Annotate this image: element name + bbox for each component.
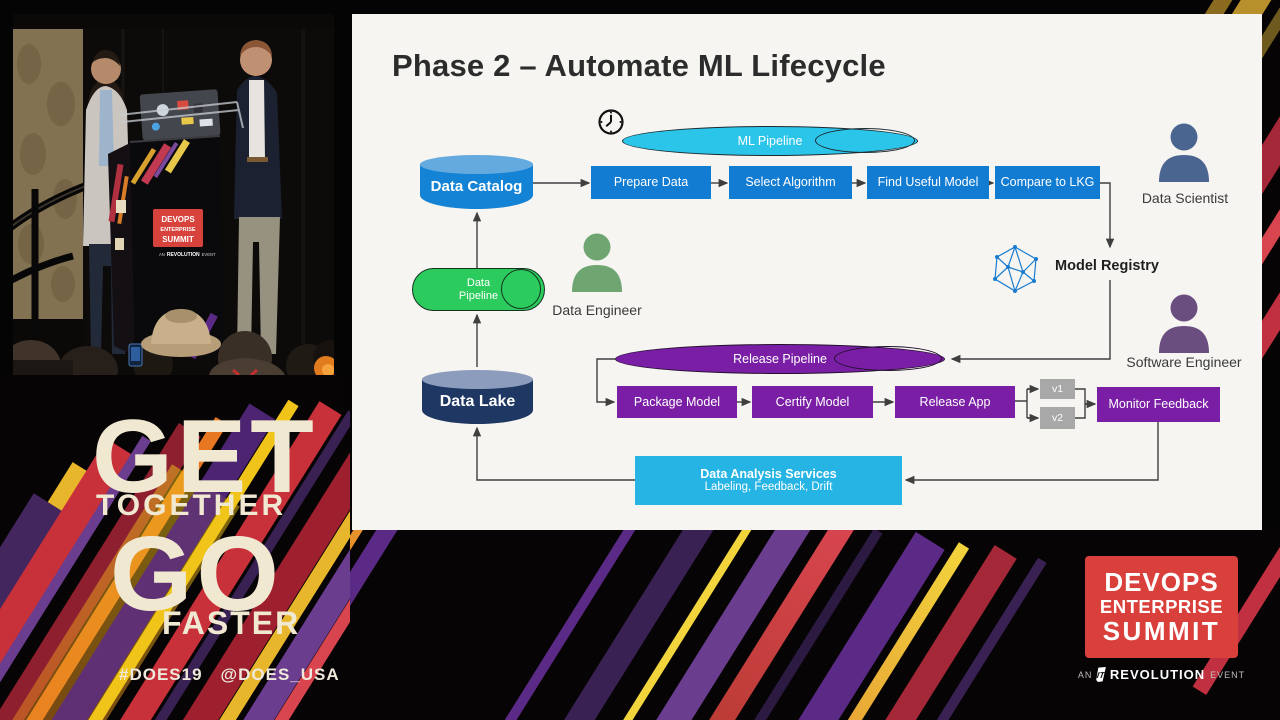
version-v1-box: v1: [1040, 379, 1075, 399]
data-pipeline-shape: Data Pipeline: [412, 268, 545, 311]
step-compare-to-lkg: Compare to LKG: [995, 166, 1100, 199]
release-pipeline-label: Release Pipeline: [733, 351, 827, 366]
logo-revolution: REVOLUTION: [1109, 667, 1206, 682]
model-registry-label: Model Registry: [1055, 258, 1159, 274]
data-lake-label: Data Lake: [439, 392, 516, 410]
brand-word-together: TOGETHER: [96, 489, 287, 522]
podium-logo-summit: SUMMIT: [162, 235, 194, 244]
logo-enterprise: ENTERPRISE: [1099, 596, 1224, 618]
slide-title: Phase 2 – Automate ML Lifecycle: [392, 48, 886, 83]
audience: [13, 309, 334, 375]
data-analysis-subtitle: Labeling, Feedback, Drift: [704, 481, 833, 494]
software-engineer-icon: [1159, 294, 1209, 353]
step-select-algorithm: Select Algorithm: [729, 166, 852, 199]
release-pipeline-shape: Release Pipeline: [615, 344, 945, 374]
laptop: [139, 89, 221, 141]
step-release-app: Release App: [895, 386, 1015, 418]
ml-pipeline-shape: ML Pipeline: [622, 126, 918, 156]
data-catalog-cylinder-top: [420, 155, 533, 174]
does-logo-box: DEVOPS ENTERPRISE SUMMIT: [1085, 556, 1238, 658]
connector-lines: [472, 178, 1159, 485]
data-lake-cylinder-top: [422, 370, 533, 389]
data-catalog-label: Data Catalog: [430, 178, 523, 195]
podium-logo-enterprise: ENTERPRISE: [160, 227, 195, 233]
podium-logo-devops: DEVOPS: [161, 215, 195, 224]
data-analysis-title: Data Analysis Services: [700, 466, 837, 481]
data-scientist-label: Data Scientist: [1141, 190, 1229, 206]
stage-railing: [13, 180, 93, 349]
event-hashtag: #DOES19: [119, 665, 203, 684]
podium-front: [130, 136, 224, 360]
brand-word-go: GO: [110, 515, 283, 633]
social-tags: #DOES19 @DOES_USA: [119, 665, 340, 685]
logo-an: AN: [1077, 669, 1093, 680]
it-revolution-line: AN IT REVOLUTION EVENT: [1078, 667, 1244, 682]
release-pipeline-inner-ellipse: [834, 346, 942, 371]
ml-pipeline-inner-ellipse: [815, 128, 915, 153]
stripe: [350, 529, 441, 648]
it-revolution-icon: IT: [1096, 667, 1106, 682]
logo-summit: SUMMIT: [1102, 615, 1221, 646]
presenter-man: [234, 40, 282, 354]
branding-panel: [0, 375, 350, 720]
fedora-hat: [141, 309, 221, 357]
step-find-useful-model: Find Useful Model: [867, 166, 989, 199]
stage-light-glow-core: [322, 364, 334, 375]
software-engineer-label: Software Engineer: [1126, 354, 1242, 370]
step-package-model: Package Model: [617, 386, 737, 418]
does-logo: DEVOPS ENTERPRISE SUMMIT AN IT REVOLUTIO…: [1078, 556, 1244, 682]
data-analysis-services-box: Data Analysis Services Labeling, Feedbac…: [635, 456, 902, 505]
step-monitor-feedback: Monitor Feedback: [1097, 387, 1220, 422]
brand-word-faster: FASTER: [162, 605, 301, 641]
clock-icon: [598, 109, 624, 135]
brand-word-get: GET: [92, 399, 318, 515]
step-prepare-data: Prepare Data: [591, 166, 711, 199]
data-engineer-icon: [572, 233, 622, 292]
data-engineer-label: Data Engineer: [552, 302, 642, 318]
ml-pipeline-label: ML Pipeline: [737, 133, 803, 148]
version-v2-box: v2: [1040, 407, 1075, 429]
data-lake-cylinder: Data Lake: [422, 370, 533, 424]
stage-scene: DEVOPS ENTERPRISE SUMMIT ANREVOLUTIONEVE…: [13, 14, 334, 375]
presentation-slide: Phase 2 – Automate ML Lifecycle: [352, 14, 1262, 530]
model-registry-icon: [993, 245, 1038, 293]
logo-devops: DEVOPS: [1104, 567, 1219, 598]
data-scientist-icon: [1159, 123, 1209, 182]
twitter-handle: @DOES_USA: [220, 665, 340, 684]
step-certify-model: Certify Model: [752, 386, 873, 418]
logo-event: EVENT: [1210, 669, 1246, 680]
acrylic-top: [118, 101, 244, 129]
data-catalog-cylinder: Data Catalog: [420, 155, 533, 209]
data-pipeline-inner-circle: [501, 269, 541, 309]
